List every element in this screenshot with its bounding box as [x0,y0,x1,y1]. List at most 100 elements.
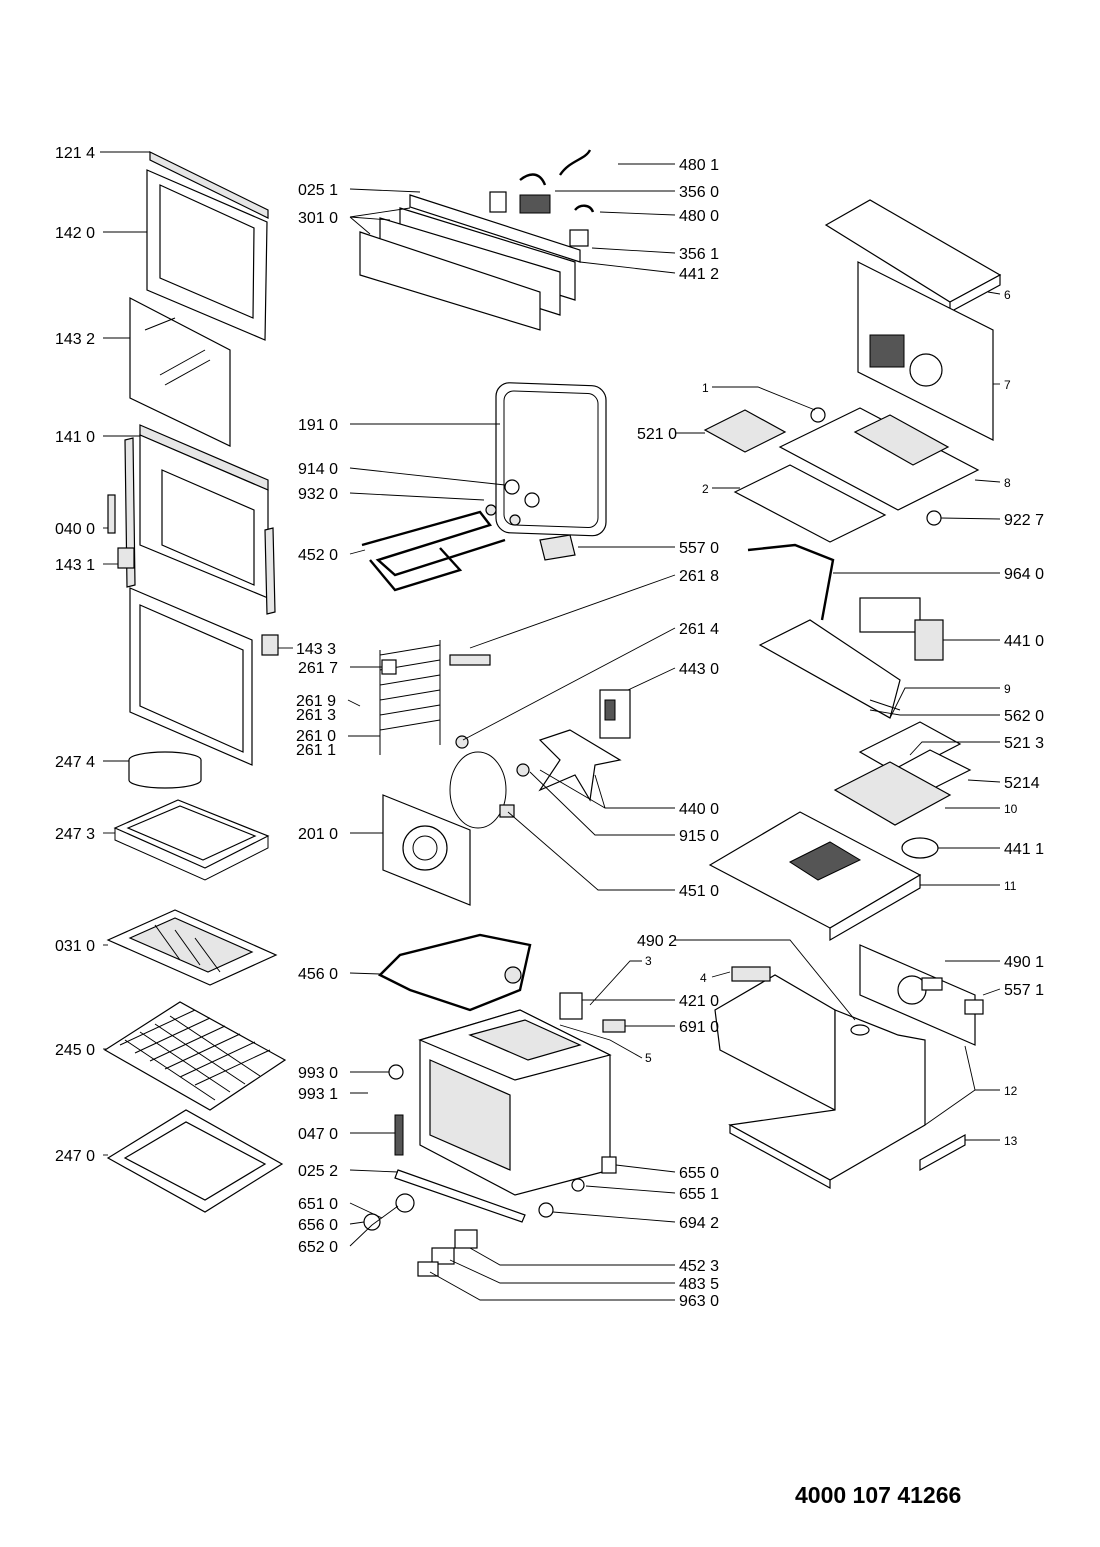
label-191-0: 191 0 [298,417,338,434]
door-hinge-part [107,494,279,656]
label-1: 1 [702,381,709,395]
label-963-0: 963 0 [679,1293,719,1310]
inner-glass-part [129,297,231,447]
label-915-0: 915 0 [679,828,719,845]
shelf-runner-part [379,640,491,755]
label-247-4: 247 4 [55,754,95,771]
label-261-9: 261 9 [296,693,336,710]
document-code: 4000 107 41266 [795,1482,961,1508]
label-441-1: 441 1 [1004,841,1044,858]
inner-door-panel-part [129,587,253,766]
label-143-3: 143 3 [296,641,336,658]
label-456-0: 456 0 [298,966,338,983]
label-480-1: 480 1 [679,157,719,174]
label-562-0: 562 0 [1004,708,1044,725]
label-261-8: 261 8 [679,568,719,585]
label-932-0: 932 0 [298,486,338,503]
outer-door-glass-part [146,169,268,341]
label-247-0: 247 0 [55,1148,95,1165]
deep-tray-part [106,1109,284,1213]
label-261-1: 261 1 [296,742,336,759]
label-694-2: 694 2 [679,1215,719,1232]
bottom-plate-part [708,811,922,942]
label-8: 8 [1004,476,1011,490]
label-483-5: 483 5 [679,1276,719,1293]
grill-element-part [361,479,576,592]
label-13: 13 [1004,1134,1018,1148]
label-993-1: 993 1 [298,1086,338,1103]
circular-element-part [449,751,515,829]
label-691-0: 691 0 [679,1019,719,1036]
label-480-0: 480 0 [679,208,719,225]
label-3: 3 [645,954,652,968]
label-142-0: 142 0 [55,225,95,242]
label-047-0: 047 0 [298,1126,338,1143]
wire-shelf-part [103,1001,287,1111]
label-261-3: 261 3 [296,707,336,724]
electronics-board-part [703,407,942,543]
label-656-0: 656 0 [298,1217,338,1234]
round-tin-part [128,751,202,789]
control-board-part [833,699,972,859]
label-141-0: 141 0 [55,429,95,446]
label-040-0: 040 0 [55,521,95,538]
fan-motor-part [516,689,631,802]
label-521-0: 521 0 [637,426,677,443]
label-557-0: 557 0 [679,540,719,557]
bottom-element-part [377,933,532,1012]
air-duct-part [747,543,944,719]
door-seal-part [495,382,607,537]
label-10: 10 [1004,802,1018,816]
label-521-3: 521 3 [1004,735,1044,752]
label-441-0: 441 0 [1004,633,1044,650]
part-labels: 121 4 142 0 1 4 3 2 141 0 040 0 143 1 143 … [55,145,1044,1508]
label-441-2: 441 2 [679,266,719,283]
label-5214: 5214 [1004,775,1040,792]
label-964-0: 964 0 [1004,566,1044,583]
label-11: 11 [1004,879,1017,893]
label-6: 6 [1004,288,1011,302]
door-trim-part [149,151,269,219]
grill-tray-part [106,909,278,986]
label-914-0: 914 0 [298,461,338,478]
rear-panel-part [382,794,471,906]
label-301-0: 301 0 [298,210,338,227]
label-652-0: 652 0 [298,1239,338,1256]
label-922-7: 922 7 [1004,512,1044,529]
label-452-0: 452 0 [298,547,338,564]
door-frame-part [124,424,276,615]
cooling-tray-part [778,407,980,511]
label-12: 12 [1004,1084,1018,1098]
label-356-0: 356 0 [679,184,719,201]
label-025-1: 025 1 [298,182,338,199]
label-201-0: 201 0 [298,826,338,843]
label-261-0: 261 0 [296,728,336,745]
label-4: 4 [700,971,707,985]
label-655-1: 655 1 [679,1186,719,1203]
label-2: 2 [702,482,709,496]
outer-cabinet-part [714,944,984,1190]
label-025-2: 025 2 [298,1163,338,1180]
label-356-1: 356 1 [679,246,719,263]
label-421-0: 421 0 [679,993,719,1010]
label-245-0: 245 0 [55,1042,95,1059]
control-panel-part [359,149,595,331]
label-143-1: 143 1 [55,557,95,574]
label-031-0: 031 0 [55,938,95,955]
label-451-0: 451 0 [679,883,719,900]
label-121-4: 121 4 [55,145,95,162]
label-7: 7 [1004,378,1011,392]
label-993-0: 993 0 [298,1065,338,1082]
label-440-0: 440 0 [679,801,719,818]
label-490-2: 490 2 [637,933,677,950]
label-655-0: 655 0 [679,1165,719,1182]
label-443-0: 443 0 [679,661,719,678]
label-452-3: 452 3 [679,1258,719,1275]
label-5: 5 [645,1051,652,1065]
back-upper-panel-part [857,261,994,441]
baking-tray-part [113,799,270,881]
label-651-0: 651 0 [298,1196,338,1213]
label-557-1: 557 1 [1004,982,1044,999]
